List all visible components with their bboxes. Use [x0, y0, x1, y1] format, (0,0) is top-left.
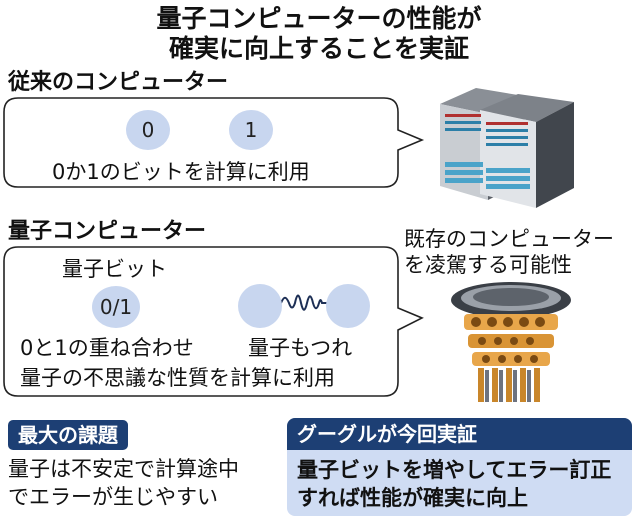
bit-one-circle: 1 — [229, 110, 273, 150]
title-line-2: 確実に向上することを実証 — [168, 34, 469, 63]
title-line-1: 量子コンピューターの性能が — [156, 4, 482, 33]
bit-zero-label: 0 — [141, 118, 155, 142]
classical-heading: 従来のコンピューター — [8, 70, 229, 95]
quantum-note-line-2: を凌駕する可能性 — [404, 253, 572, 277]
qubit-value: 0/1 — [99, 295, 133, 319]
qubit-circle: 0/1 — [92, 286, 140, 328]
superposition-label: 0と1の重ね合わせ — [20, 336, 194, 360]
google-panel-heading: グーグルが今回実証 — [287, 418, 632, 450]
challenge-line-2: でエラーが生じやすい — [8, 485, 218, 509]
google-panel: グーグルが今回実証 量子ビットを増やしてエラー訂正 すれば性能が確実に向上 — [287, 418, 632, 516]
quantum-heading: 量子コンピューター — [8, 219, 207, 244]
server-icon — [440, 88, 574, 208]
entangled-qubit-left — [238, 284, 282, 328]
qubit-label: 量子ビット — [62, 257, 167, 281]
classical-bubble — [3, 97, 425, 188]
entanglement-wave — [280, 294, 327, 311]
classical-caption: 0か1のビットを計算に利用 — [52, 160, 310, 184]
entangled-qubit-right — [326, 284, 370, 328]
google-line-2: すれば性能が確実に向上 — [297, 486, 528, 510]
quantum-caption: 量子の不思議な性質を計算に利用 — [20, 366, 335, 390]
google-line-1: 量子ビットを増やしてエラー訂正 — [297, 458, 612, 482]
quantum-chip-icon — [451, 282, 571, 402]
quantum-bubble — [3, 246, 424, 397]
google-panel-body: 量子ビットを増やしてエラー訂正 すれば性能が確実に向上 — [287, 450, 632, 520]
challenge-line-1: 量子は不安定で計算途中 — [8, 457, 239, 481]
bit-zero-circle: 0 — [126, 110, 170, 150]
quantum-note-line-1: 既存のコンピューター — [404, 227, 614, 251]
challenge-badge: 最大の課題 — [8, 420, 128, 450]
entanglement-label: 量子もつれ — [248, 336, 353, 360]
bit-one-label: 1 — [244, 118, 258, 142]
